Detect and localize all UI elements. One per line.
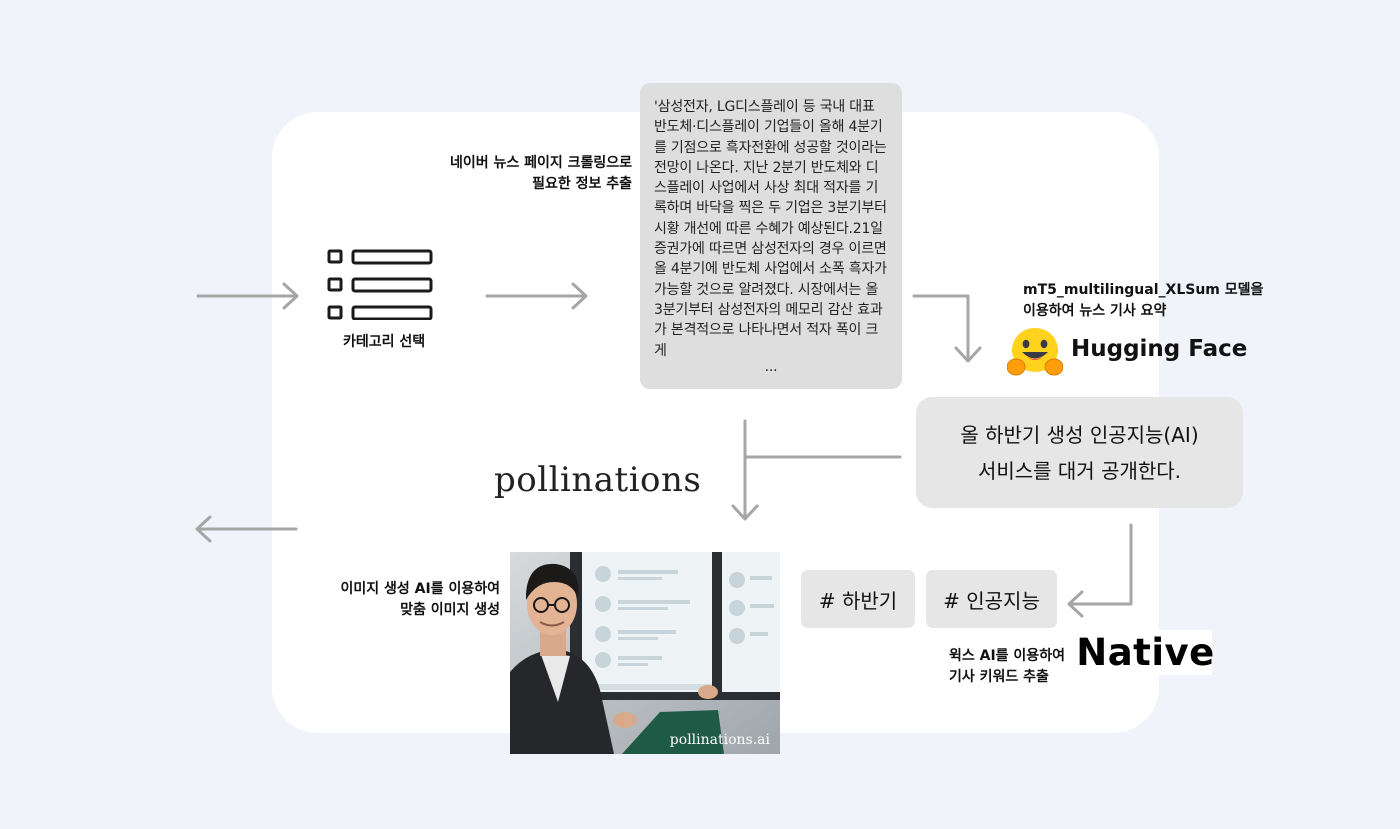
pollinations-watermark: pollinations.ai xyxy=(669,732,770,748)
keyword-line1: 윅스 AI를 이용하여 xyxy=(949,648,1065,664)
generated-image: pollinations.ai xyxy=(510,552,780,754)
arrow-category-to-article xyxy=(485,282,588,310)
image-gen-description: 이미지 생성 AI를 이용하여 맞춤 이미지 생성 xyxy=(300,579,500,621)
pollinations-wordmark: pollinations xyxy=(494,460,702,500)
keyword-line2: 기사 키워드 추출 xyxy=(949,669,1049,685)
keyword-tag: # 인공지능 xyxy=(926,570,1057,628)
hugging-face-wordmark: Hugging Face xyxy=(1071,336,1248,362)
article-ellipsis: ... xyxy=(764,358,778,375)
arrow-output-left xyxy=(195,515,298,543)
arrow-summary-to-keywords xyxy=(1067,523,1133,618)
summary-line1: 올 하반기 생성 인공지능(AI) xyxy=(960,422,1199,447)
crawl-line2: 필요한 정보 추출 xyxy=(532,176,632,192)
summarize-line1: mT5_multilingual_XLSum 모델을 xyxy=(1023,282,1264,298)
keyword-tag: # 하반기 xyxy=(801,570,915,628)
crawl-line1: 네이버 뉴스 페이지 크롤링으로 xyxy=(449,155,632,171)
list-icon xyxy=(327,249,433,321)
crawl-description: 네이버 뉴스 페이지 크롤링으로 필요한 정보 추출 xyxy=(400,153,632,195)
summarize-line2: 이용하여 뉴스 기사 요약 xyxy=(1023,303,1167,319)
summarize-description: mT5_multilingual_XLSum 모델을 이용하여 뉴스 기사 요약 xyxy=(1023,280,1263,322)
arrow-summary-to-image xyxy=(731,419,902,521)
arrow-into-category xyxy=(196,282,299,310)
image-gen-line2: 맞춤 이미지 생성 xyxy=(400,602,500,618)
category-list-icon xyxy=(327,248,435,324)
summary-line2: 서비스를 대거 공개한다. xyxy=(977,458,1182,483)
arrow-article-to-huggingface xyxy=(912,294,982,363)
image-gen-line1: 이미지 생성 AI를 이용하여 xyxy=(340,581,500,597)
hugging-face-emoji-icon xyxy=(1006,325,1064,381)
article-text: '삼성전자, LG디스플레이 등 국내 대표 반도체·디스플레이 기업들이 올해… xyxy=(654,99,887,359)
keyword-description: 윅스 AI를 이용하여 기사 키워드 추출 xyxy=(949,646,1065,688)
native-wordmark: Native xyxy=(1076,630,1215,675)
summary-bubble: 올 하반기 생성 인공지능(AI) 서비스를 대거 공개한다. xyxy=(916,397,1243,508)
crawled-article: '삼성전자, LG디스플레이 등 국내 대표 반도체·디스플레이 기업들이 올해… xyxy=(640,83,902,389)
category-label: 카테고리 선택 xyxy=(343,334,426,350)
